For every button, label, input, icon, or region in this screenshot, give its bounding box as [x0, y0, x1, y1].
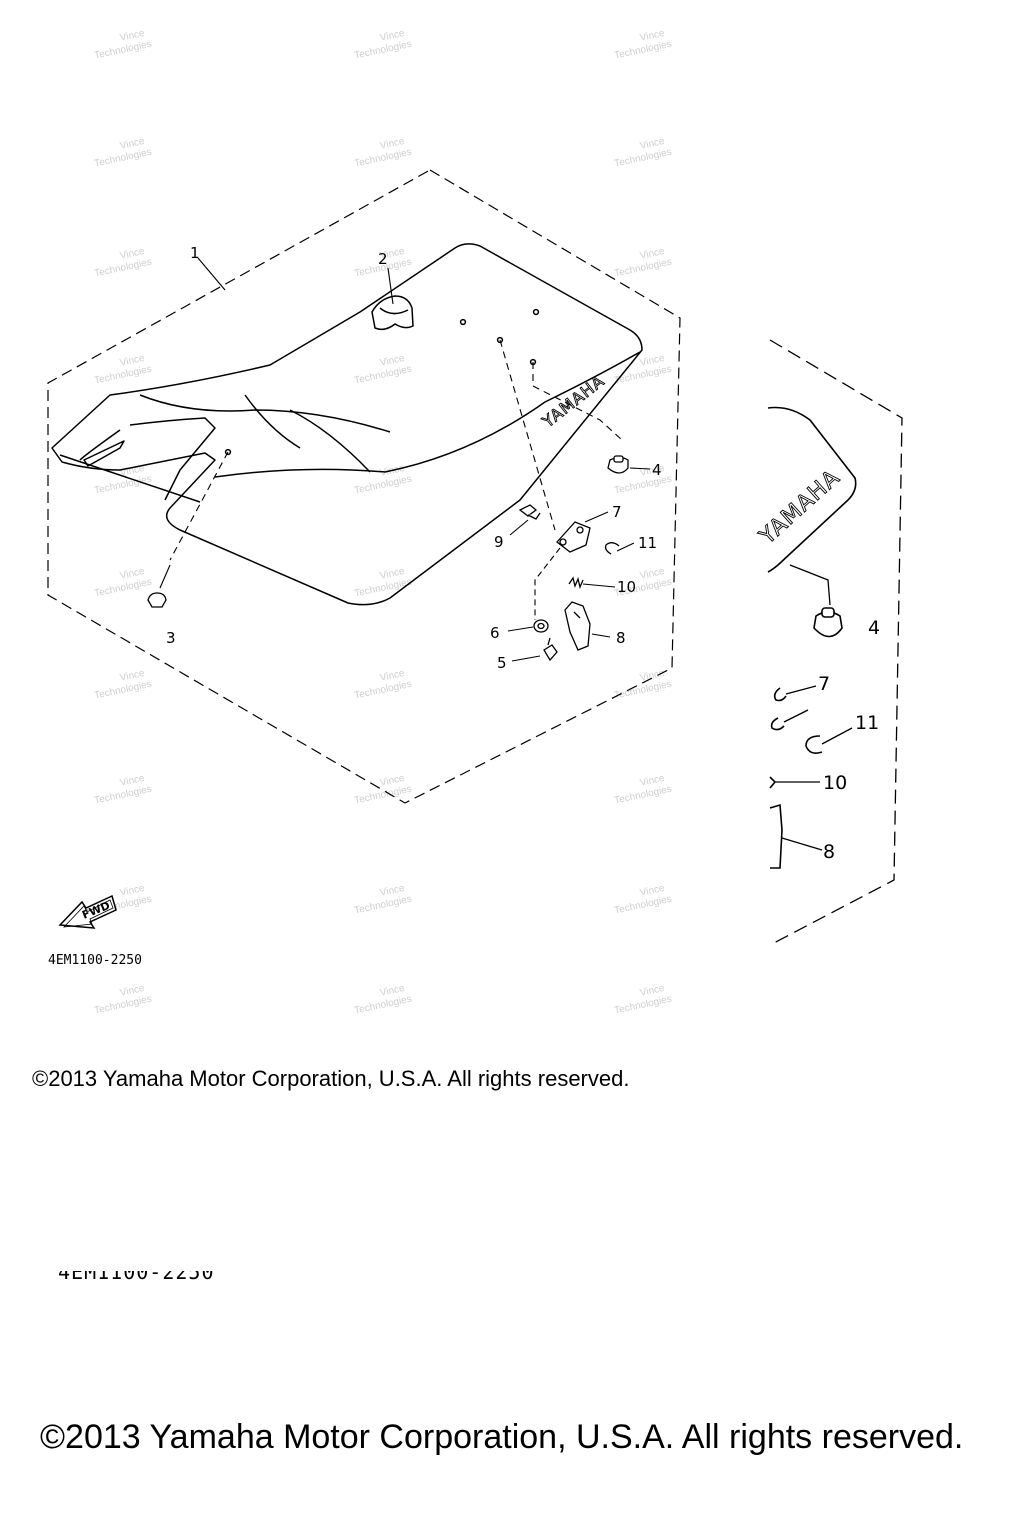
watermark-text: Vince [639, 883, 666, 899]
part-label-8: 8 [616, 629, 626, 647]
diagram-code: 4EM1100-2250 [48, 953, 142, 968]
watermark-text: Vince [639, 463, 666, 479]
part-label-10: 10 [617, 578, 636, 596]
watermark-text: Vince [379, 983, 406, 999]
detail-brand-logo: YAMAHA [755, 465, 846, 550]
watermark-text: Vince [119, 883, 146, 899]
detail-label-7: 7 [818, 673, 830, 695]
watermark-text: Vince [119, 566, 146, 582]
watermark-text: Vince [639, 136, 666, 152]
part-label-2: 2 [378, 250, 388, 268]
watermark-text: Vince [119, 246, 146, 262]
watermark-text: Vince [639, 773, 666, 789]
detail-label-10: 10 [823, 772, 847, 794]
watermark-text: Vince [639, 353, 666, 369]
detail-label-4: 4 [868, 617, 880, 639]
detail-label-11: 11 [855, 712, 879, 734]
watermark-text: Vince [119, 983, 146, 999]
watermark-text: Vince [119, 668, 146, 684]
copyright-large: ©2013 Yamaha Motor Corporation, U.S.A. A… [40, 1418, 964, 1456]
seat-drawing [51, 243, 643, 606]
watermark-text: Vince [379, 353, 406, 369]
watermark-text: Vince [379, 883, 406, 899]
diagram-code-clipped: 4EM1100-2250 [58, 1271, 215, 1284]
watermark-text: Vince [639, 668, 666, 684]
part-label-3: 3 [166, 629, 176, 647]
watermark-text: Vince [119, 136, 146, 152]
watermark-text: Vince [639, 983, 666, 999]
part-label-5: 5 [497, 654, 507, 672]
reference-lines [159, 257, 651, 662]
watermark-text: Vince [119, 773, 146, 789]
part-label-9: 9 [494, 533, 504, 551]
detail-view: YAMAHA 4 7 11 10 8 [754, 339, 903, 946]
watermark-text: Vince [639, 28, 666, 44]
part-label-7: 7 [612, 503, 622, 521]
part-label-11: 11 [638, 534, 657, 552]
part-label-1: 1 [190, 244, 200, 262]
watermark-text: Vince [119, 28, 146, 44]
part-labels: 1 2 3 4 5 6 7 8 9 10 11 [166, 244, 662, 672]
watermark-text: Vince [639, 246, 666, 262]
watermark-text: Vince [639, 566, 666, 582]
copyright-small: ©2013 Yamaha Motor Corporation, U.S.A. A… [32, 1066, 630, 1091]
part-label-4: 4 [652, 461, 662, 479]
watermark-text: Vince [379, 246, 406, 262]
watermark-text: Vince [379, 136, 406, 152]
watermark-text: Vince [379, 28, 406, 44]
watermark-text: Vince [379, 773, 406, 789]
watermark-text: Vince [379, 566, 406, 582]
assembly-boundary [47, 169, 681, 804]
hardware-parts [147, 455, 629, 662]
watermark-text: Vince [379, 668, 406, 684]
seat-brand-logo: YAMAHA [538, 371, 608, 432]
part-label-6: 6 [490, 624, 500, 642]
watermark-text: Vince [119, 353, 146, 369]
fwd-arrow-icon: FWD [58, 894, 117, 929]
detail-label-8: 8 [823, 841, 835, 863]
